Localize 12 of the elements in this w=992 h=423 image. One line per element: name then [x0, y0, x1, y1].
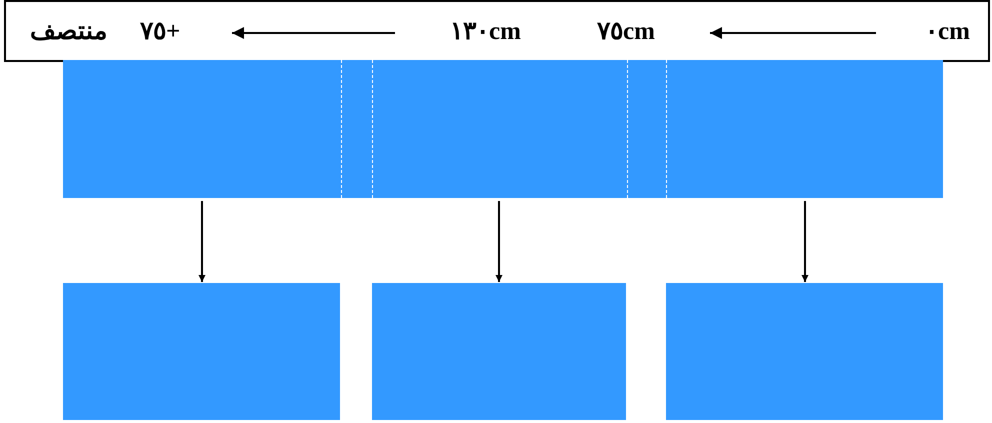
- arrow: [496, 201, 502, 282]
- arrow: [198, 201, 206, 282]
- arrow: [802, 201, 808, 282]
- blank-box: [63, 283, 340, 420]
- scale-label: ٠cm: [925, 17, 970, 47]
- blank-box: [372, 283, 626, 420]
- scale-label: ٧٥+: [140, 17, 180, 47]
- band-segment: [372, 60, 628, 198]
- blank-box: [666, 283, 943, 420]
- scale-label: منتصف: [30, 17, 107, 47]
- scale-label: ١٣٠cm: [450, 17, 521, 47]
- scale-label: ٧٥cm: [597, 17, 655, 47]
